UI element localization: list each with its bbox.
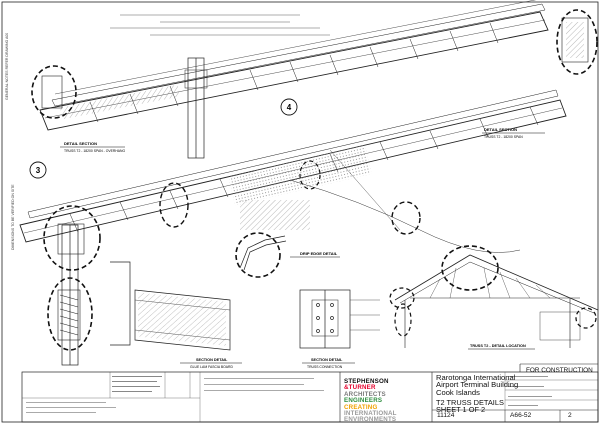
- svg-text:TRUSS T2 - 18200 SPAN - OVERHA: TRUSS T2 - 18200 SPAN - OVERHANG: [64, 149, 125, 153]
- detail-circle-drip: [235, 232, 281, 278]
- svg-text:TRUSS T2 - DETAIL LOCATION: TRUSS T2 - DETAIL LOCATION: [470, 344, 526, 348]
- margin-note: GENERAL NOTES REFER DRAWING A00: [5, 33, 9, 100]
- detail-circle-mid-1: [159, 182, 189, 228]
- firm-name-line-6: INTERNATIONAL: [344, 410, 397, 418]
- svg-text:GLUE LAM FASCIA BOARD: GLUE LAM FASCIA BOARD: [190, 365, 234, 369]
- svg-text:SECTION DETAIL: SECTION DETAIL: [311, 358, 343, 362]
- firm-name-line-5: CREATING: [344, 403, 378, 411]
- drip-edge-detail: [239, 235, 287, 271]
- detail-circle-mid-2: [391, 201, 421, 235]
- drip-edge-label: DRIP EDGE DETAIL: [290, 251, 340, 258]
- grid-callout-3-text: 3: [36, 166, 41, 175]
- upper-post: [184, 57, 208, 159]
- firm-name-line-3: ARCHITECTS: [344, 390, 386, 398]
- truss-location-elevation: [394, 254, 599, 348]
- top-dimensions: [110, 14, 330, 36]
- truss-connection-section: [299, 289, 351, 349]
- lower-cable: [289, 179, 521, 253]
- title-block-frame: [21, 363, 599, 423]
- drawing-title-line-2: SHEET 1 OF 2: [436, 405, 486, 415]
- detail-circle-mid-3: [299, 160, 321, 190]
- svg-text:DETAIL SECTION: DETAIL SECTION: [64, 141, 97, 146]
- detail-circle-post-base: [47, 277, 93, 351]
- revision-table-rows: [26, 376, 552, 413]
- lower-post: [61, 224, 79, 366]
- grid-callout-4-text: 4: [287, 103, 292, 112]
- detail-circle-ridge: [441, 245, 499, 291]
- post-base-detail: [57, 289, 81, 341]
- firm-name-line-1: STEPHENSON: [344, 378, 389, 385]
- detail-circle-upper-left: [31, 65, 77, 119]
- detail-section-top-label: DETAIL SECTION TRUSS T2 - 18200 SPAN - O…: [60, 141, 125, 153]
- svg-text:SECTION DETAIL: SECTION DETAIL: [196, 358, 228, 362]
- svg-text:DRIP EDGE DETAIL: DRIP EDGE DETAIL: [300, 251, 338, 256]
- section-fascia-label: SECTION DETAIL GLUE LAM FASCIA BOARD: [180, 358, 242, 369]
- truss-location-label: TRUSS T2 - DETAIL LOCATION: [468, 344, 535, 350]
- svg-text:TRUSS CONNECTION: TRUSS CONNECTION: [307, 365, 343, 369]
- firm-name-line-7: ENVIRONMENTS: [344, 416, 397, 424]
- project-number: 11124: [437, 412, 455, 419]
- svg-text:TRUSS T2 - 18200 SPAN: TRUSS T2 - 18200 SPAN: [484, 135, 523, 139]
- detail-circle-eave-right: [575, 307, 597, 329]
- right-annotations: [350, 299, 380, 331]
- section-truss-label: SECTION DETAIL TRUSS CONNECTION: [302, 358, 355, 369]
- detail-circle-upper-right: [556, 9, 598, 75]
- firm-logo-text: STEPHENSON &TURNER ARCHITECTS ENGINEERS …: [344, 378, 397, 424]
- upper-truss-hatch: [59, 84, 181, 120]
- detail-circle-lower-left: [43, 205, 101, 271]
- project-line-1: Rarotonga International: [436, 373, 516, 382]
- drawing-title: T2 TRUSS DETAILS SHEET 1 OF 2: [436, 398, 504, 415]
- grid-callout-3: [29, 161, 47, 179]
- svg-text:DETAIL SECTION: DETAIL SECTION: [484, 127, 517, 132]
- detail-circle-column: [394, 303, 412, 337]
- firm-name-line-4: ENGINEERS: [344, 397, 383, 405]
- drawing-number: A66-52: [510, 412, 532, 419]
- detail-circle-eave-left: [389, 287, 415, 309]
- upper-truss: [39, 0, 549, 131]
- revision-number: 2: [568, 412, 572, 419]
- project-line-2: Airport Terminal Building: [436, 380, 519, 390]
- status-stamp: FOR CONSTRUCTION: [526, 367, 593, 374]
- drawing-title-line-1: T2 TRUSS DETAILS: [436, 398, 504, 407]
- project-line-3: Cook Islands: [436, 387, 480, 397]
- margin-note-2: DIMENSIONS TO BE VERIFIED ON SITE: [11, 184, 15, 250]
- fascia-hatch-mid: [240, 200, 310, 230]
- project-name: Rarotonga International Airport Terminal…: [436, 373, 519, 397]
- grid-callout-4: [280, 98, 298, 116]
- firm-name-line-2: &TURNER: [344, 384, 376, 392]
